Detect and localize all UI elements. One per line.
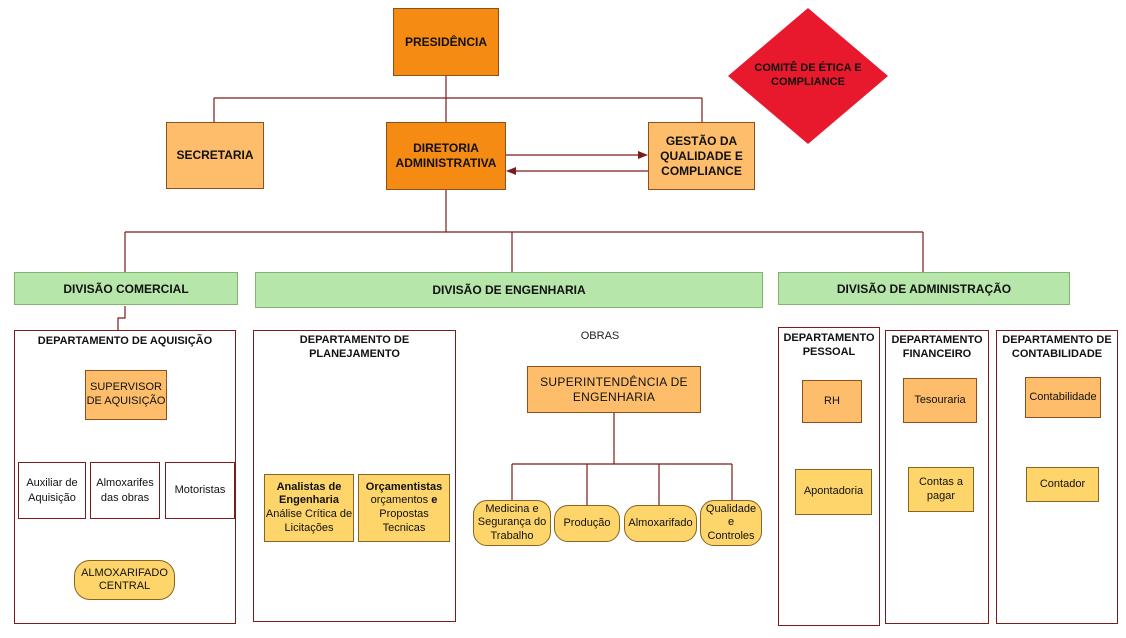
orcamentistas-desc: orçamentos e: [371, 494, 438, 508]
comite-diamond: [728, 8, 888, 144]
almoxarifado: Almoxarifado: [624, 505, 697, 542]
arrowhead: [506, 167, 516, 175]
department-title: DEPARTAMENTO DE PLANEJAMENTO: [299, 334, 410, 360]
motoristas: Motoristas: [165, 462, 235, 519]
connector: [117, 306, 126, 330]
analistas-desc: Análise Crítica de Licitações: [265, 508, 353, 534]
contas-a-pagar: Contas a pagar: [908, 467, 974, 512]
almoxarifado-central: ALMOXARIFADO CENTRAL: [74, 560, 175, 600]
department-title: DEPARTAMENTO FINANCEIRO: [891, 334, 983, 360]
connector: [213, 76, 703, 122]
orcamentistas-e: e: [431, 494, 438, 507]
contador: Contador: [1026, 467, 1099, 502]
comite-label: COMITÊ DE ÉTICA E COMPLIANCE: [754, 62, 862, 88]
orcamentistas-desc1: orçamentos: [370, 494, 429, 507]
gestao-box: GESTÃO DA QUALIDADE E COMPLIANCE: [648, 122, 755, 190]
department-title: DEPARTAMENTO DE AQUISIÇÃO: [37, 335, 213, 347]
superintendencia-engenharia: SUPERINTENDÊNCIA DE ENGENHARIA: [527, 366, 701, 413]
medicina-seguranca: Medicina e Segurança do Trabalho: [473, 500, 551, 546]
apontadoria: Apontadoria: [795, 469, 872, 515]
diretoria-box: DIRETORIA ADMINISTRATIVA: [386, 122, 506, 190]
analistas-title: Analistas de Engenharia: [276, 480, 342, 507]
divisao-engenharia: DIVISÃO DE ENGENHARIA: [255, 272, 763, 308]
obras-label: OBRAS: [580, 330, 620, 342]
department-title: DEPARTAMENTO DE CONTABILIDADE: [1002, 334, 1112, 360]
analistas-engenharia: Analistas de Engenharia Análise Crítica …: [264, 474, 354, 542]
presidencia-box: PRESIDÊNCIA: [393, 8, 499, 76]
connector: [511, 413, 733, 505]
secretaria-box: SECRETARIA: [166, 122, 264, 189]
tesouraria: Tesouraria: [903, 378, 977, 423]
arrowhead: [638, 151, 648, 159]
department-title: DEPARTAMENTO PESSOAL: [783, 332, 875, 358]
divisao-comercial: DIVISÃO COMERCIAL: [14, 272, 238, 305]
contabilidade-box: Contabilidade: [1025, 377, 1101, 418]
rh: RH: [802, 380, 862, 423]
qualidade-controles: Qualidade e Controles: [700, 500, 762, 546]
almoxarifes-obras: Almoxarifes das obras: [90, 462, 160, 519]
orcamentistas-desc2: Propostas Tecnicas: [379, 508, 429, 534]
connector: [124, 190, 924, 272]
divisao-administracao: DIVISÃO DE ADMINISTRAÇÃO: [778, 272, 1070, 305]
supervisor-aquisicao: SUPERVISOR DE AQUISIÇÃO: [85, 370, 167, 420]
auxiliar-aquisicao: Auxiliar de Aquisição: [18, 462, 86, 519]
orcamentistas-title: Orçamentistas: [365, 480, 443, 493]
orcamentistas: Orçamentistas orçamentos e Propostas Tec…: [358, 474, 450, 542]
producao: Produção: [554, 505, 620, 542]
